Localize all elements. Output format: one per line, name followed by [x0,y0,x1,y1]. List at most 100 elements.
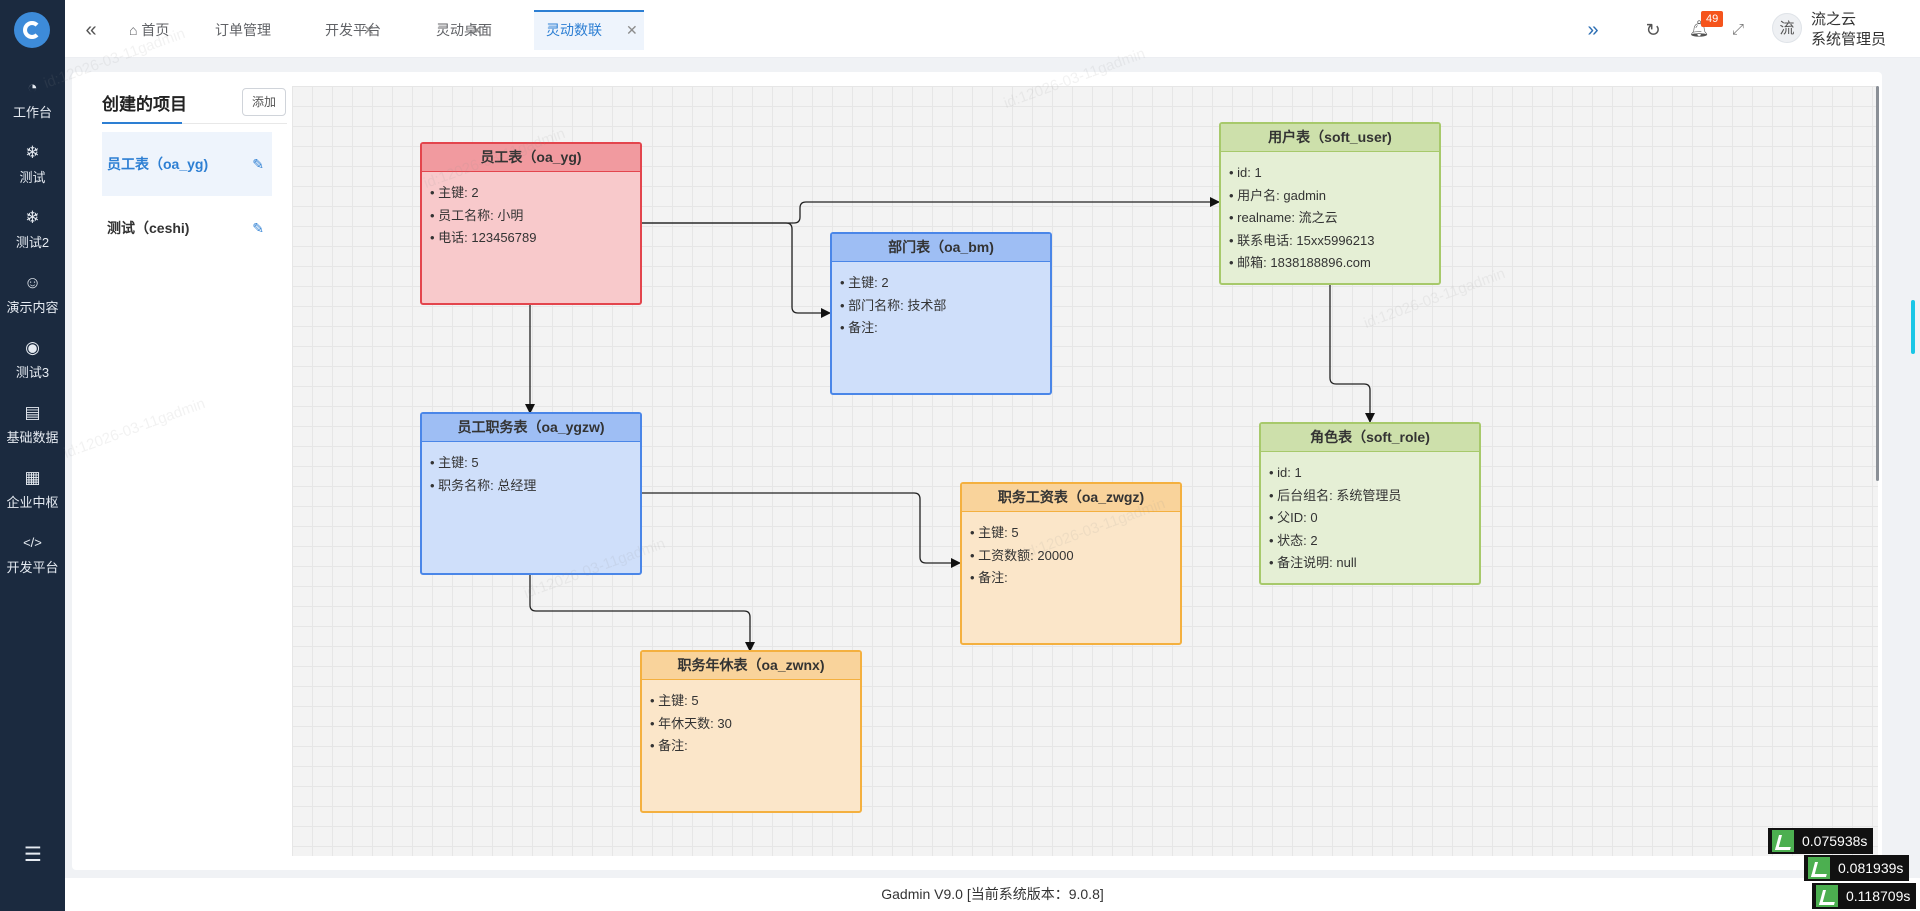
sidebar-item-enterprise[interactable]: ▦ 企业中枢 [0,468,65,532]
tab-orders[interactable]: 订单管理 ✕ [203,10,375,50]
table-node-oa-zwnx[interactable]: 职务年休表（oa_zwnx) 主键: 5 年休天数: 30 备注: [640,650,862,813]
double-chevron-left-icon[interactable]: « [85,19,97,41]
project-item[interactable]: 员工表（oa_yg) ✎ [102,132,272,196]
sidebar-item-basic-data[interactable]: ▤ 基础数据 [0,403,65,467]
diagram-edges [525,197,1375,652]
table-node-soft-role[interactable]: 角色表（soft_role) id: 1 后台组名: 系统管理员 父ID: 0 … [1259,422,1481,585]
node-title: 职务年休表（oa_zwnx) [642,652,860,680]
footer-version: Gadmin V9.0 [当前系统版本：9.0.8] [881,886,1104,902]
tab-home[interactable]: ⌂ 首页 [117,10,181,50]
node-title: 用户表（soft_user) [1221,124,1439,152]
node-title: 员工职务表（oa_ygzw) [422,414,640,442]
clipboard-icon: ▤ [24,403,41,422]
dashboard-icon: ◔ [27,78,38,97]
sidebar-item-label: 演示内容 [6,300,59,315]
node-field: 主键: 5 [430,452,632,475]
timing-badge[interactable]: 0.118709s [1812,883,1917,909]
close-icon[interactable]: ✕ [471,22,483,38]
sidebar-item-label: 企业中枢 [6,495,59,510]
node-title: 职务工资表（oa_zwgz) [962,484,1180,512]
node-field: 备注: [970,567,1172,590]
tab-label: 订单管理 [215,22,271,38]
edit-icon[interactable]: ✎ [252,220,264,236]
edit-icon[interactable]: ✎ [252,156,264,172]
notification-badge: 49 [1701,11,1724,27]
double-chevron-right-icon[interactable]: » [1587,19,1599,41]
node-field: 部门名称: 技术部 [840,295,1042,318]
sidebar-item-workbench[interactable]: ◔ 工作台 [0,78,65,142]
node-field: 用户名: gadmin [1229,185,1431,208]
node-field: 电话: 123456789 [430,227,632,250]
node-field: 主键: 2 [840,272,1042,295]
sidebar-item-label: 测试 [19,170,46,185]
node-field: 父ID: 0 [1269,507,1471,530]
fullscreen-icon[interactable]: ⤢ [1731,21,1744,38]
sidebar-item-label: 工作台 [12,105,52,120]
edge-ygzw-zwgz [640,492,961,568]
edge-user-role [1329,283,1375,423]
canvas-scrollbar[interactable] [1876,86,1879,481]
node-field: 联系电话: 15xx5996213 [1229,230,1431,253]
sidebar-item-test3[interactable]: ◉ 测试3 [0,338,65,402]
close-icon[interactable]: ✕ [363,22,375,38]
app-logo[interactable] [14,12,50,48]
node-title: 角色表（soft_role) [1261,424,1479,452]
node-field: 主键: 2 [430,182,632,205]
smile-icon: ☺ [23,273,42,292]
tab-dev-platform[interactable]: 开发平台 ✕ [313,10,483,50]
edge-yg-user [640,197,1220,224]
tab-label: 开发平台 [325,22,381,38]
node-field: id: 1 [1229,162,1431,185]
sidebar-toggle-icon[interactable]: ☰ [24,844,42,866]
project-list-title: 创建的项目 [102,95,187,114]
tab-linkage[interactable]: 灵动数联 ✕ [534,10,644,50]
node-field: 主键: 5 [970,522,1172,545]
timing-badge[interactable]: 0.075938s [1768,828,1874,854]
timing-value: 0.075938s [1802,833,1868,849]
edge-ygzw-zwnx [529,573,755,652]
sidebar-item-dev-platform[interactable]: </> 开发平台 [0,533,65,597]
sidebar-item-test2[interactable]: ❄ 测试2 [0,208,65,272]
sidebar-item-demo[interactable]: ☺ 演示内容 [0,273,65,337]
node-field: 邮箱: 1838188896.com [1229,252,1431,275]
home-icon: ⌂ [129,22,138,38]
avatar[interactable]: 流 [1772,13,1802,43]
code-icon: </> [23,535,42,550]
chart-icon [1808,857,1830,879]
sidebar-item-label: 测试2 [15,235,50,250]
apps-icon: ▦ [24,468,41,487]
top-bar: « ⌂ 首页 订单管理 ✕ 开发平台 ✕ 灵动桌面 ✕ 灵动数联 ✕ » ↻ 🔔… [65,0,1920,58]
close-icon[interactable]: ✕ [626,22,638,38]
table-node-oa-zwgz[interactable]: 职务工资表（oa_zwgz) 主键: 5 工资数额: 20000 备注: [960,482,1182,645]
table-node-oa-bm[interactable]: 部门表（oa_bm) 主键: 2 部门名称: 技术部 备注: [830,232,1052,395]
diagram-canvas[interactable]: 员工表（oa_yg) 主键: 2 员工名称: 小明 电话: 123456789 … [292,86,1878,856]
add-project-button[interactable]: 添加 [242,88,286,116]
node-field: 主键: 5 [650,690,852,713]
snowflake-icon: ❄ [25,208,40,227]
project-item[interactable]: 测试（ceshi) ✎ [102,196,272,260]
table-node-soft-user[interactable]: 用户表（soft_user) id: 1 用户名: gadmin realnam… [1219,122,1441,285]
timing-badge[interactable]: 0.081939s [1804,855,1910,881]
tab-label: 灵动桌面 [436,22,492,38]
node-field: 后台组名: 系统管理员 [1269,485,1471,508]
sidebar-item-label: 测试3 [15,365,50,380]
sidebar-item-label: 基础数据 [6,430,59,445]
node-field: 工资数额: 20000 [970,545,1172,568]
node-field: 备注: [840,317,1042,340]
node-field: 职务名称: 总经理 [430,475,632,498]
table-node-oa-ygzw[interactable]: 员工职务表（oa_ygzw) 主键: 5 职务名称: 总经理 [420,412,642,575]
timing-value: 0.081939s [1838,860,1904,876]
chart-icon [1816,885,1838,907]
page-scrollbar[interactable] [1911,300,1915,354]
timing-value: 0.118709s [1846,888,1911,904]
snowflake-icon: ❄ [25,143,40,162]
node-title: 部门表（oa_bm) [832,234,1050,262]
refresh-icon[interactable]: ↻ [1645,20,1661,40]
sidebar-item-test[interactable]: ❄ 测试 [0,143,65,207]
user-name[interactable]: 流之云 [1811,11,1857,28]
node-field: realname: 流之云 [1229,207,1431,230]
node-field: id: 1 [1269,462,1471,485]
tab-label: 灵动数联 [546,22,602,38]
footer: Gadmin V9.0 [当前系统版本：9.0.8] [65,878,1920,911]
table-node-oa-yg[interactable]: 员工表（oa_yg) 主键: 2 员工名称: 小明 电话: 123456789 [420,142,642,305]
